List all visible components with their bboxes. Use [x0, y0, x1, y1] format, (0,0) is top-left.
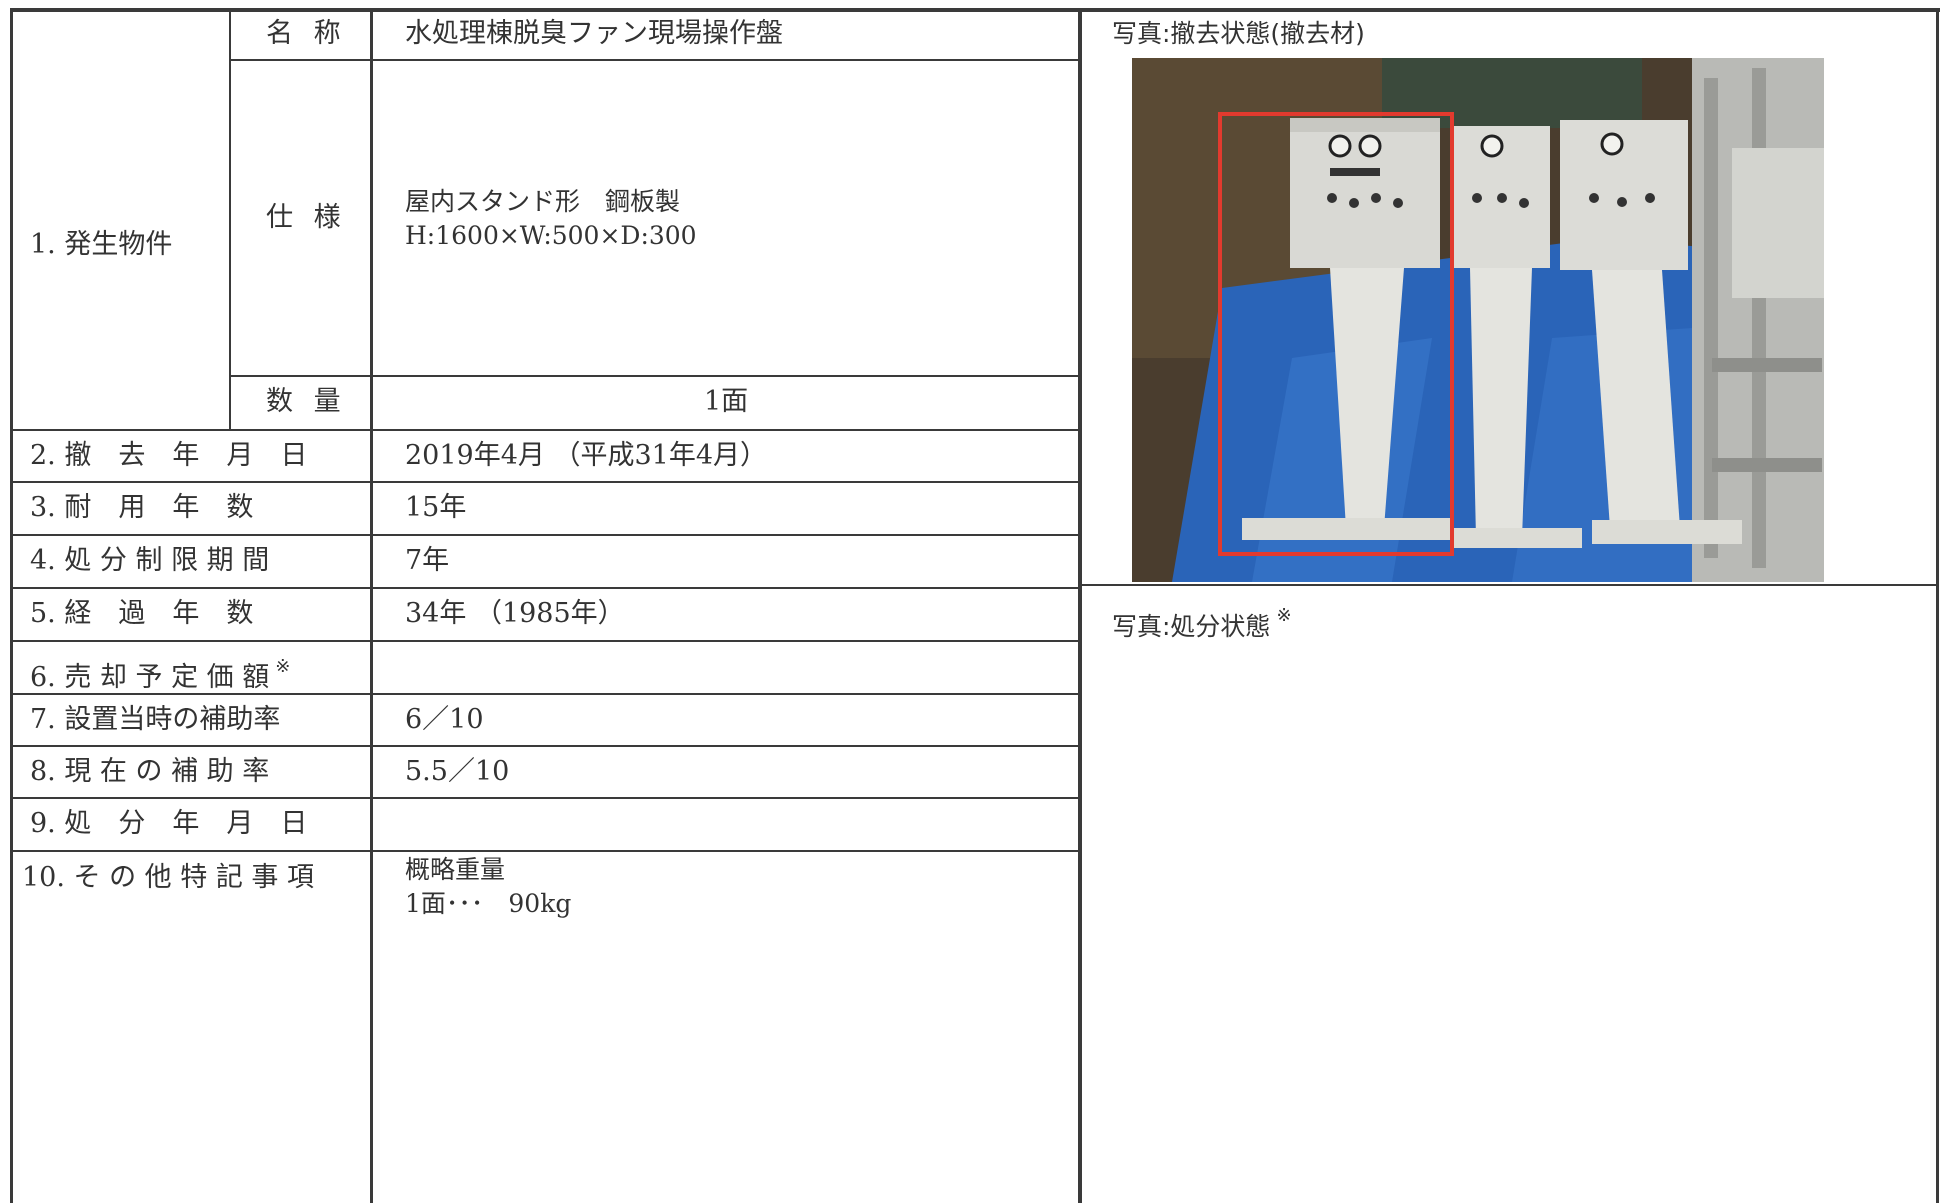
photo2-note-mark: ※ — [1276, 605, 1292, 626]
border-right — [1936, 8, 1939, 1203]
name-label: 名 称 — [266, 18, 347, 49]
row3-value: 15年 — [405, 492, 467, 523]
photo2-caption: 写真:処分状態 — [1112, 612, 1271, 641]
row7-value: 6／10 — [405, 704, 484, 735]
divider-right-panel — [1080, 584, 1938, 586]
qty-label: 数 量 — [266, 386, 347, 417]
photo1-caption: 写真:撤去状態(撤去材) — [1112, 19, 1365, 48]
rule-row10 — [10, 850, 1080, 852]
row2-value: 2019年4月 （平成31年4月） — [405, 440, 768, 471]
row2-label: 2. 撤 去 年 月 日 — [30, 440, 308, 471]
removed-panel-illustration — [1132, 58, 1824, 582]
name-value: 水処理棟脱臭ファン現場操作盤 — [405, 18, 783, 49]
spec-line1: 屋内スタンド形 鋼板製 — [405, 187, 681, 216]
rule-row4 — [10, 534, 1080, 536]
row6-label: 6. 売 却 予 定 価 額 — [30, 662, 270, 693]
rule-row6 — [10, 640, 1080, 642]
row6-label-wrap: 6. 売 却 予 定 価 額※ — [30, 651, 290, 694]
rule-row2 — [10, 429, 1080, 431]
rule-row7 — [10, 693, 1080, 695]
rule-row5 — [10, 587, 1080, 589]
removed-panel-photo — [1132, 58, 1824, 582]
spec-label: 仕 様 — [266, 202, 347, 233]
row4-value: 7年 — [405, 545, 450, 576]
divider-mid — [1078, 8, 1082, 1203]
rule-spec — [229, 375, 1080, 377]
rule-row9 — [10, 797, 1080, 799]
rule-name — [229, 59, 1080, 61]
divider-item1 — [229, 8, 231, 430]
border-left — [10, 8, 13, 1203]
remarks-line2: 1面･･･ 90kg — [405, 889, 572, 918]
row8-value: 5.5／10 — [405, 756, 510, 787]
rule-row3 — [10, 481, 1080, 483]
qty-value: 1面 — [704, 386, 749, 417]
row9-label: 9. 処 分 年 月 日 — [30, 808, 308, 839]
row7-label: 7. 設置当時の補助率 — [30, 704, 281, 735]
border-top — [10, 8, 1940, 12]
row10-label: 10. そ の 他 特 記 事 項 — [22, 862, 315, 893]
row3-label: 3. 耐 用 年 数 — [30, 492, 254, 523]
row8-label: 8. 現 在 の 補 助 率 — [30, 756, 270, 787]
spec-line2: H:1600×W:500×D:300 — [405, 221, 697, 250]
remarks-line1: 概略重量 — [405, 855, 506, 884]
row5-label: 5. 経 過 年 数 — [30, 598, 254, 629]
photo2-caption-wrap: 写真:処分状態※ — [1112, 600, 1292, 643]
row5-value: 34年 （1985年） — [405, 598, 625, 629]
divider-label — [370, 8, 373, 1203]
rule-row8 — [10, 745, 1080, 747]
row4-label: 4. 処 分 制 限 期 間 — [30, 545, 270, 576]
item1-label: 1. 発生物件 — [30, 229, 173, 260]
row6-note-mark: ※ — [275, 656, 291, 677]
